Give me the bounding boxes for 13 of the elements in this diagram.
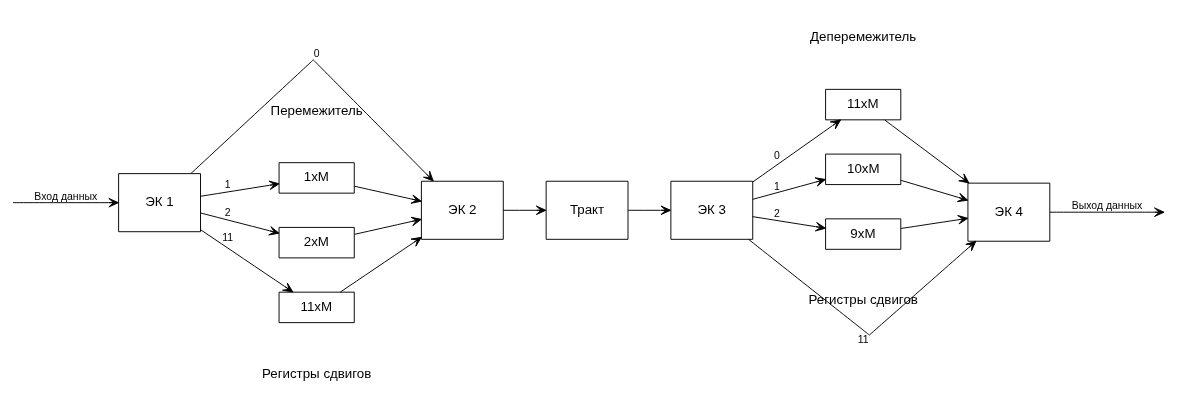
edge-label: 0 <box>774 149 780 161</box>
edge-label: 2 <box>774 207 780 219</box>
edge-label: 11 <box>857 334 869 346</box>
edge-label: 1 <box>774 181 780 193</box>
label: Деперемежитель <box>810 29 917 45</box>
edge-label: 0 <box>313 47 320 59</box>
label: Регистры сдвигов <box>261 365 372 381</box>
edge-label: 2 <box>224 206 231 218</box>
label: Перемежитель <box>270 102 363 118</box>
edge-label: Вход данных <box>34 190 98 202</box>
edge-label: Выход данных <box>1071 200 1143 212</box>
edge-label: 1 <box>224 179 231 191</box>
edge-label: 11 <box>222 231 234 243</box>
